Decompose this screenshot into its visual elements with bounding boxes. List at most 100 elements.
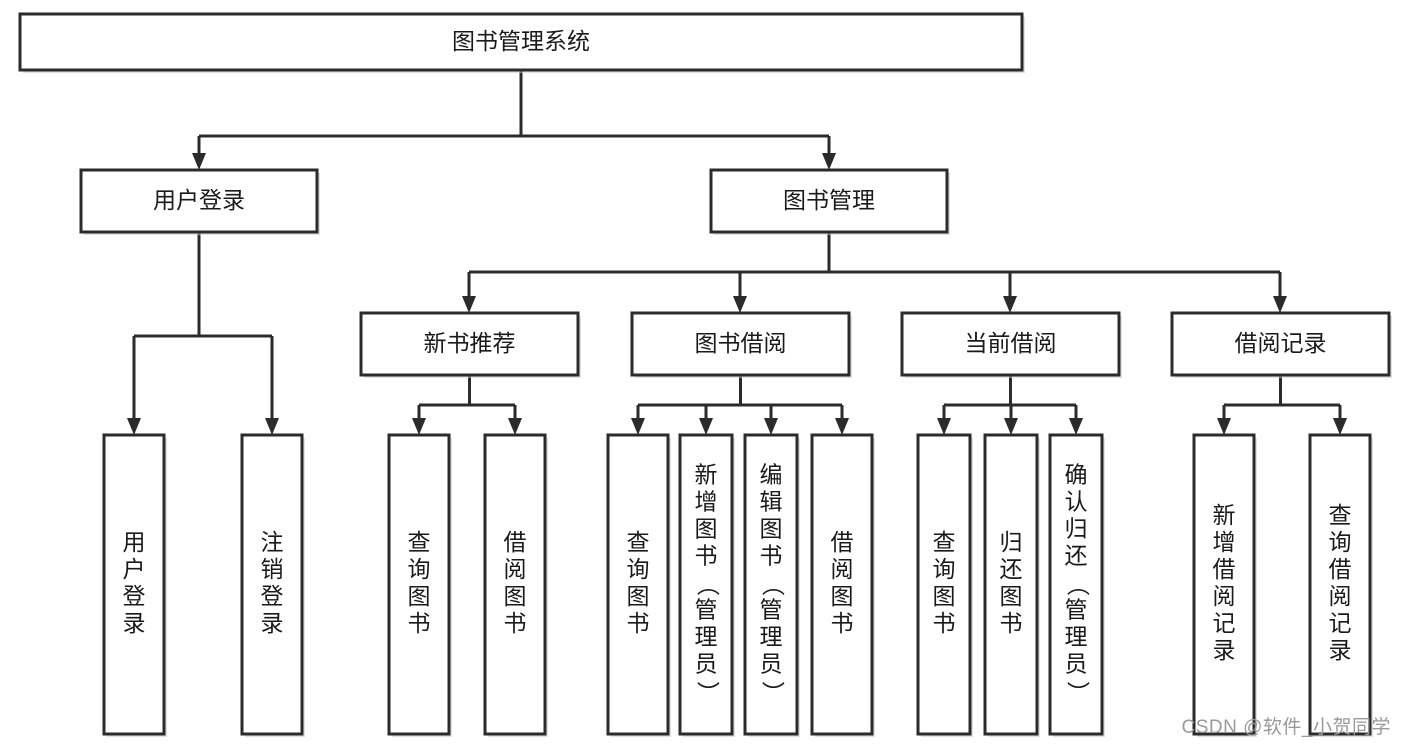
node-label-char: （: [1065, 573, 1091, 596]
node-root[interactable]: 图书管理系统: [18, 12, 1025, 73]
node-n_new_book_rec[interactable]: 新书推荐: [359, 311, 581, 378]
node-label-char: 增: [695, 489, 718, 515]
node-label: 用户登录: [153, 187, 245, 213]
node-label-char: 录: [123, 610, 146, 636]
node-rect[interactable]: [1192, 433, 1256, 736]
node-rect[interactable]: [79, 168, 319, 234]
node-label-char: 录: [1329, 637, 1352, 663]
arrow-head-icon: [764, 418, 778, 435]
node-label: 借阅记录: [1235, 330, 1327, 356]
node-rect[interactable]: [483, 433, 547, 736]
connector-layer: [127, 70, 1347, 435]
node-label-char: 书: [1000, 610, 1023, 636]
node-rect[interactable]: [240, 433, 304, 736]
node-label-char: 查: [408, 529, 431, 555]
node-label-char: 还: [1065, 543, 1088, 569]
arrow-head-icon: [265, 418, 279, 435]
connector-new_book_rec_to_leaves: [417, 375, 517, 419]
node-rect[interactable]: [606, 433, 670, 736]
node-label-char: ）: [1065, 681, 1091, 704]
arrow-head-icon: [822, 153, 836, 170]
node-label-char: 借: [831, 529, 854, 555]
node-label-char: （: [695, 573, 721, 596]
node-rect[interactable]: [1048, 433, 1104, 736]
node-label: 图书管理: [783, 187, 875, 213]
node-l_user_login[interactable]: 用户登录: [102, 433, 167, 737]
node-label-char: 阅: [1329, 583, 1352, 609]
node-rect[interactable]: [1170, 311, 1391, 377]
node-label-char: 图: [760, 516, 783, 542]
node-label-char: ）: [760, 681, 786, 704]
arrow-head-icon: [835, 418, 849, 435]
node-rect[interactable]: [387, 433, 451, 736]
node-layer: 图书管理系统用户登录图书管理新书推荐图书借阅当前借阅借阅记录用户登录注销登录查询…: [18, 12, 1392, 737]
node-label-char: 阅: [831, 556, 854, 582]
node-label-char: 认: [1065, 489, 1088, 515]
node-rect[interactable]: [678, 433, 734, 736]
arrow-head-icon: [127, 418, 141, 435]
arrow-head-icon: [1273, 296, 1287, 313]
node-label-char: 登: [123, 583, 146, 609]
node-n_user_login[interactable]: 用户登录: [79, 168, 320, 235]
node-label-char: 询: [627, 556, 650, 582]
node-label-char: 书: [627, 610, 650, 636]
node-label-char: 理: [760, 624, 783, 650]
arrow-head-icon: [192, 153, 206, 170]
connector-current_loan_to_leaves: [942, 375, 1078, 419]
node-label-char: 新: [695, 462, 718, 488]
node-label-char: （: [760, 573, 786, 596]
node-rect[interactable]: [709, 168, 949, 234]
node-rect[interactable]: [630, 311, 851, 377]
node-label-char: 录: [1213, 637, 1236, 663]
connector-level2_to_level3: [467, 232, 1282, 297]
connector-root_to_level2: [197, 70, 831, 154]
node-rect[interactable]: [18, 12, 1024, 72]
arrow-head-icon: [631, 418, 645, 435]
node-label-char: 理: [695, 624, 718, 650]
node-label-char: 员: [695, 651, 718, 677]
node-rect[interactable]: [743, 433, 799, 736]
node-rect[interactable]: [810, 433, 874, 736]
node-rect[interactable]: [1308, 433, 1372, 736]
node-label-char: 图: [408, 583, 431, 609]
arrow-head-icon: [508, 418, 522, 435]
arrow-head-icon: [1217, 418, 1231, 435]
node-rect[interactable]: [983, 433, 1039, 736]
node-label: 图书借阅: [695, 330, 787, 356]
node-label-char: 图: [504, 583, 527, 609]
node-label-char: 员: [760, 651, 783, 677]
node-label-char: 确: [1065, 462, 1088, 488]
node-label-char: 还: [1000, 556, 1023, 582]
node-label-char: ）: [695, 681, 721, 704]
arrow-head-icon: [1003, 296, 1017, 313]
node-n_book_borrow[interactable]: 图书借阅: [630, 311, 852, 378]
node-rect[interactable]: [359, 311, 580, 377]
node-label-char: 销: [261, 556, 284, 582]
node-label-char: 户: [123, 556, 146, 582]
node-n_current_loan[interactable]: 当前借阅: [900, 311, 1122, 378]
connector-user_login_to_leaves: [132, 232, 274, 419]
node-label-char: 理: [1065, 624, 1088, 650]
node-label-char: 编: [760, 462, 783, 488]
node-rect[interactable]: [916, 433, 972, 736]
node-label-char: 借: [504, 529, 527, 555]
node-n_loan_record[interactable]: 借阅记录: [1170, 311, 1392, 378]
node-rect[interactable]: [900, 311, 1121, 377]
node-rect[interactable]: [102, 433, 166, 736]
node-label-char: 借: [1329, 556, 1352, 582]
node-n_book_manage[interactable]: 图书管理: [709, 168, 950, 235]
